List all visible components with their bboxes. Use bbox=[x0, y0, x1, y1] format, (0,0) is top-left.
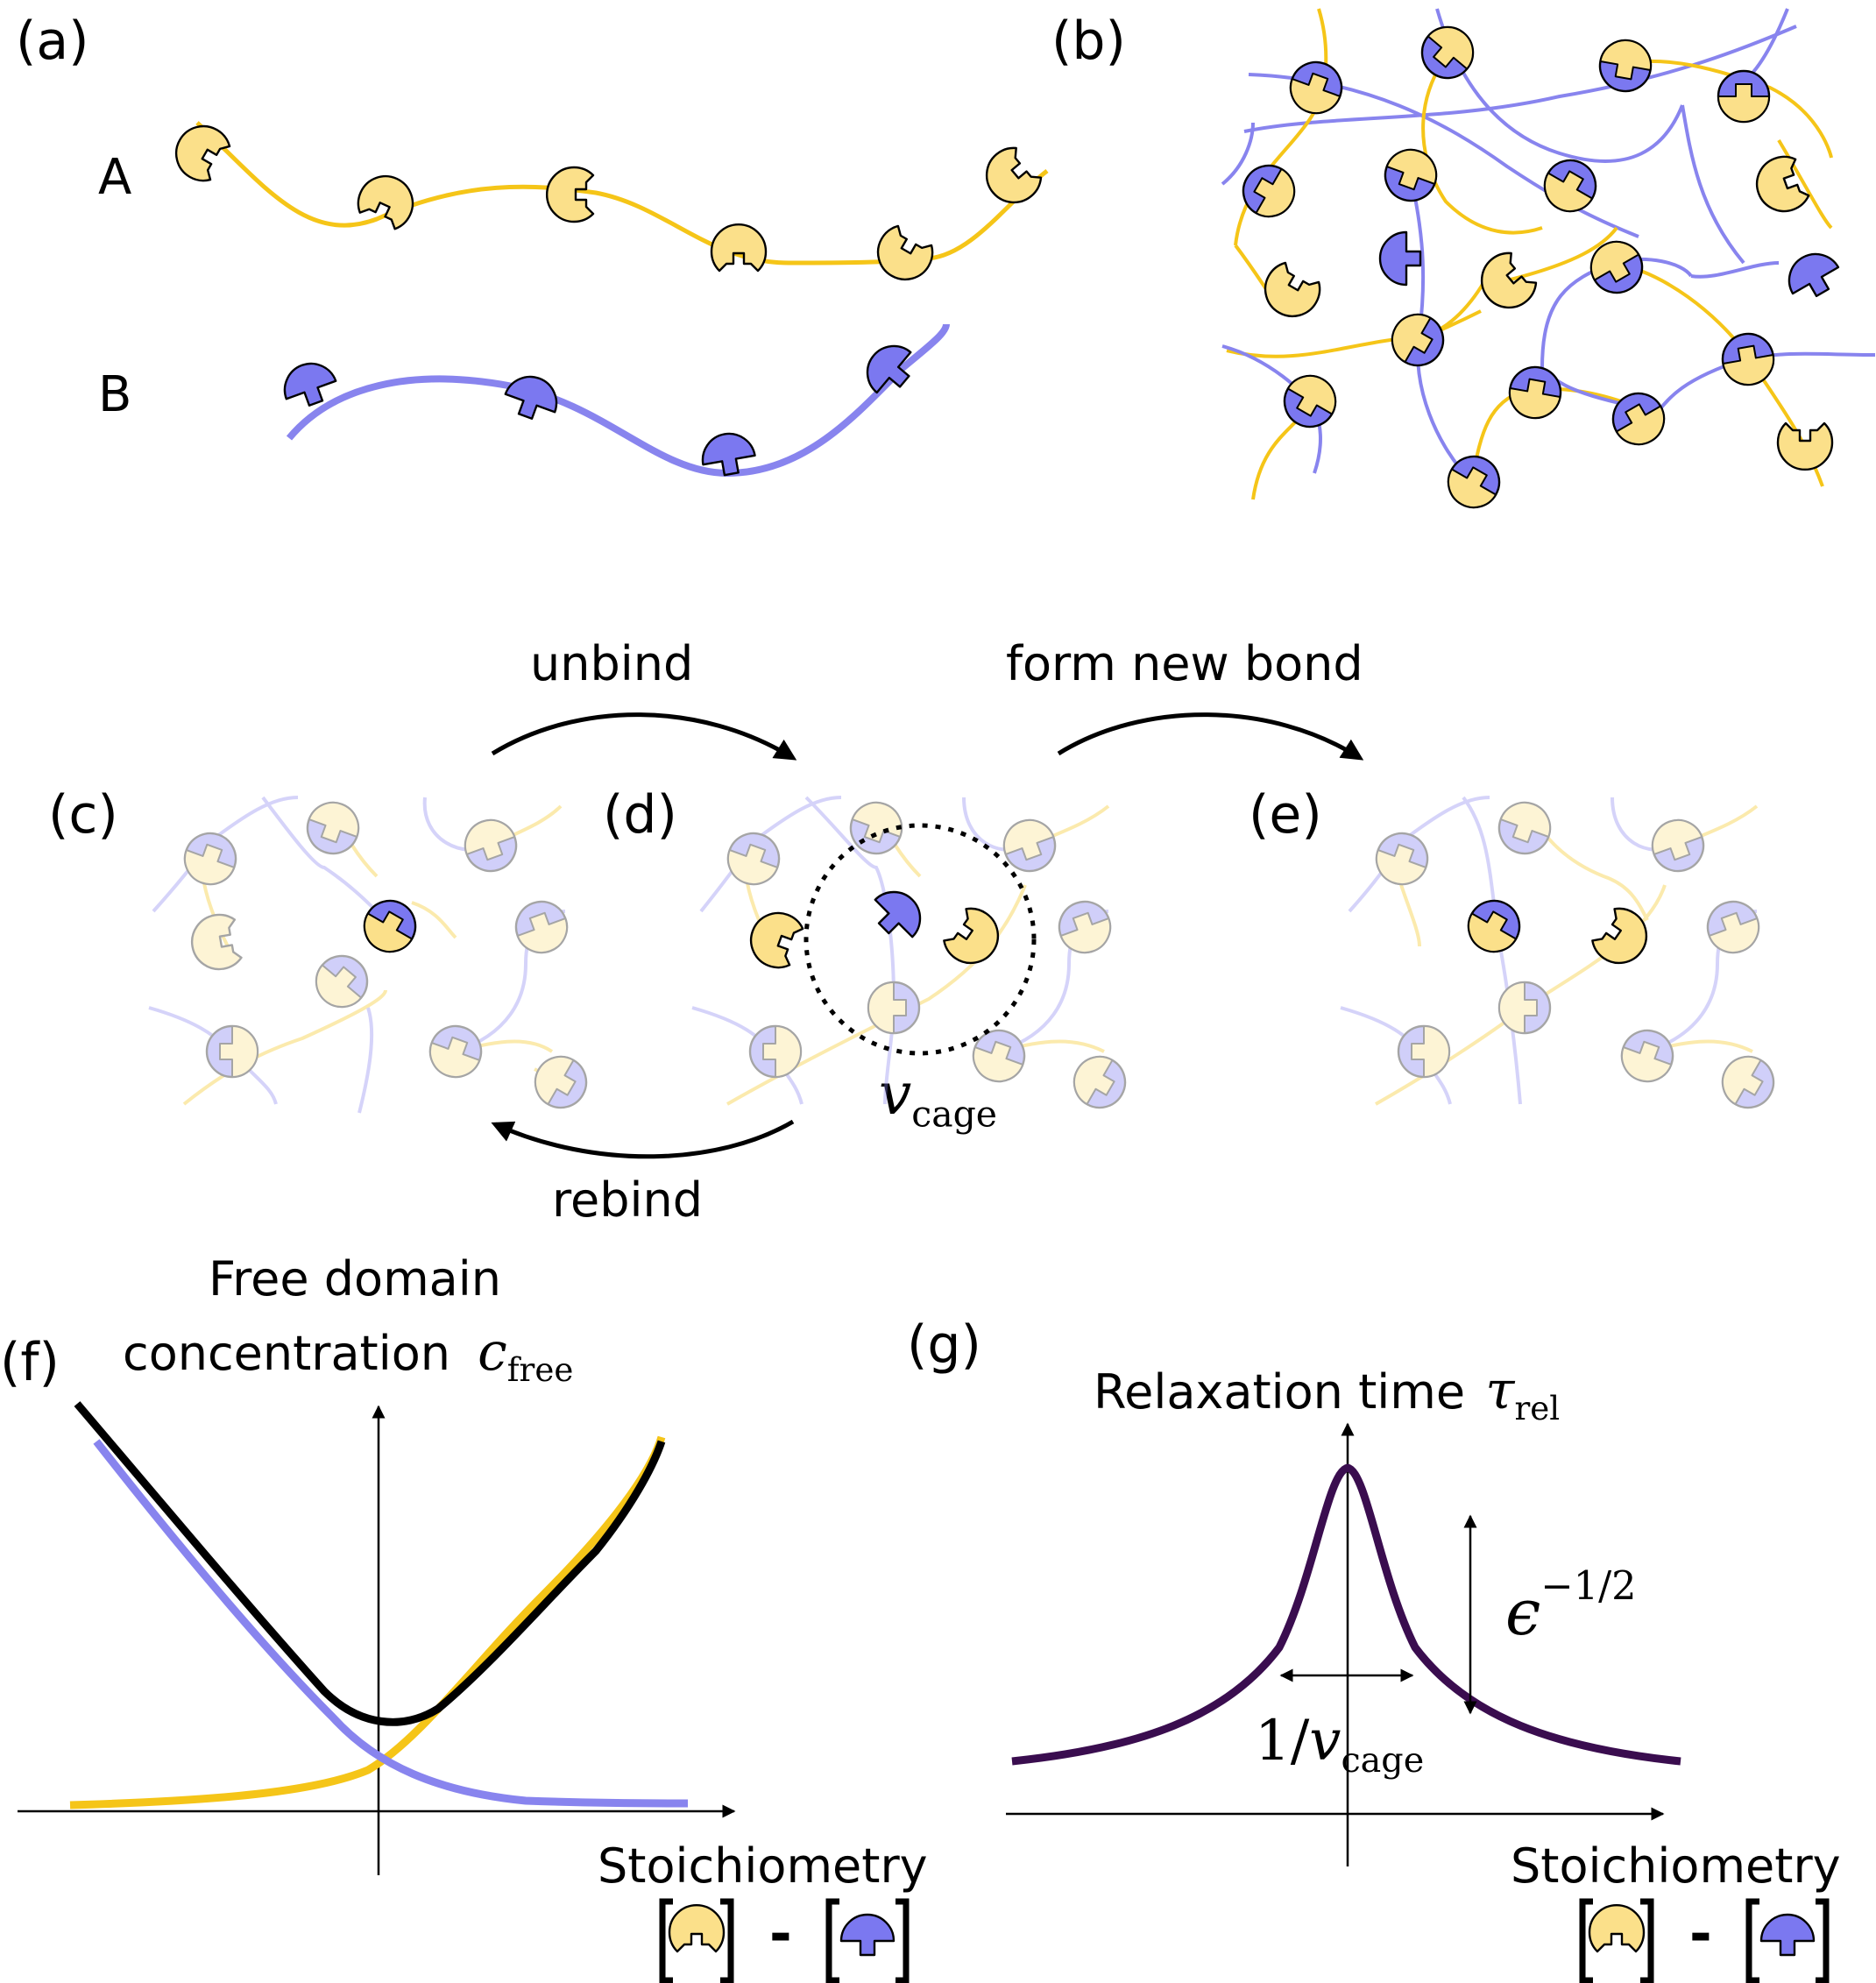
curve-total-free bbox=[74, 1401, 666, 1726]
yellow-domain-icon bbox=[1254, 258, 1327, 328]
bound-pair-icon bbox=[1438, 446, 1510, 518]
bound-pair-icon bbox=[1377, 141, 1445, 209]
blue-domain-icon bbox=[1378, 230, 1422, 287]
plot-f-minus-sign: - bbox=[769, 1902, 792, 1965]
network-panel-e bbox=[1340, 794, 1784, 1118]
rebind-label: rebind bbox=[552, 1172, 704, 1228]
network-panel-b bbox=[1221, 8, 1876, 518]
bound-pair-icon bbox=[1717, 329, 1779, 390]
network-panel-d bbox=[691, 794, 1136, 1118]
bound-pair-icon bbox=[1282, 53, 1350, 122]
bound-pair-icon bbox=[1581, 231, 1653, 303]
polymer-a bbox=[165, 115, 1049, 291]
plot-g bbox=[1006, 1422, 1681, 1866]
plot-f-ylabel-line1: Free domain bbox=[209, 1251, 501, 1307]
plot-g-minus-sign: - bbox=[1689, 1902, 1712, 1965]
panel-label-a: (a) bbox=[16, 11, 89, 72]
yellow-domain-icon bbox=[165, 115, 235, 188]
yellow-domain-icon bbox=[710, 223, 768, 273]
peak-height-annotation: ϵ−1/2 bbox=[1505, 1563, 1637, 1650]
bound-pair-icon bbox=[1458, 890, 1530, 962]
plot-f-xlabel: Stoichiometry bbox=[598, 1838, 928, 1894]
panel-label-c: (c) bbox=[48, 784, 118, 846]
panel-label-g: (g) bbox=[907, 1314, 981, 1376]
plot-g-formula bbox=[1579, 1898, 1830, 1983]
bound-pair-icon bbox=[1410, 15, 1485, 90]
polymer-label-b: B bbox=[98, 366, 132, 423]
yellow-domain-icon bbox=[974, 140, 1047, 215]
yellow-domain-icon bbox=[668, 1903, 726, 1953]
yellow-domain-icon bbox=[1588, 1903, 1646, 1953]
unbind-label: unbind bbox=[530, 636, 694, 691]
blue-domain-icon bbox=[499, 368, 565, 427]
yellow-domain-icon bbox=[938, 901, 1010, 975]
panel-label-d: (d) bbox=[603, 784, 677, 846]
yellow-domain-icon bbox=[1586, 901, 1659, 975]
blue-domain-icon bbox=[864, 880, 932, 948]
panel-label-b: (b) bbox=[1051, 11, 1126, 72]
blue-domain-icon bbox=[1778, 243, 1847, 308]
yellow-domain-icon bbox=[1776, 421, 1834, 471]
bound-pair-icon bbox=[1233, 155, 1305, 227]
polymer-b bbox=[276, 323, 950, 480]
bound-pair-icon bbox=[1504, 362, 1566, 423]
relaxation-curve bbox=[1011, 1463, 1681, 1766]
plot-f-formula bbox=[659, 1898, 910, 1983]
yellow-domain-icon bbox=[1469, 245, 1542, 320]
yellow-domain-icon bbox=[545, 166, 595, 223]
peak-width-annotation: 1/vcage bbox=[1255, 1709, 1425, 1781]
polymer-label-a: A bbox=[98, 149, 132, 206]
bound-pair-icon bbox=[1603, 383, 1674, 455]
bound-pair-icon bbox=[1382, 304, 1454, 376]
plot-g-xlabel: Stoichiometry bbox=[1511, 1838, 1841, 1894]
cage-volume-label: vcage bbox=[879, 1060, 997, 1136]
blue-domain-icon bbox=[855, 334, 923, 403]
yellow-domain-icon bbox=[742, 904, 807, 974]
bound-pair-icon bbox=[1717, 69, 1771, 124]
plot-g-ylabel: Relaxation time τrel bbox=[1094, 1360, 1561, 1428]
plot-f-ylabel-line2: concentration cfree bbox=[123, 1321, 574, 1390]
panel-label-f: (f) bbox=[0, 1332, 60, 1393]
form-new-bond-label: form new bond bbox=[1006, 636, 1363, 691]
blue-domain-icon bbox=[1759, 1913, 1816, 1957]
yellow-domain-icon bbox=[1748, 151, 1813, 220]
panel-label-e: (e) bbox=[1249, 784, 1322, 846]
yellow-domain-icon bbox=[867, 221, 940, 291]
transition-arrows bbox=[491, 712, 1364, 1159]
plot-f bbox=[18, 1401, 736, 1875]
network-panel-c bbox=[148, 794, 597, 1118]
cage-circle bbox=[803, 823, 1037, 1056]
blue-domain-icon bbox=[839, 1913, 896, 1957]
curve-blue-free bbox=[93, 1439, 689, 1808]
